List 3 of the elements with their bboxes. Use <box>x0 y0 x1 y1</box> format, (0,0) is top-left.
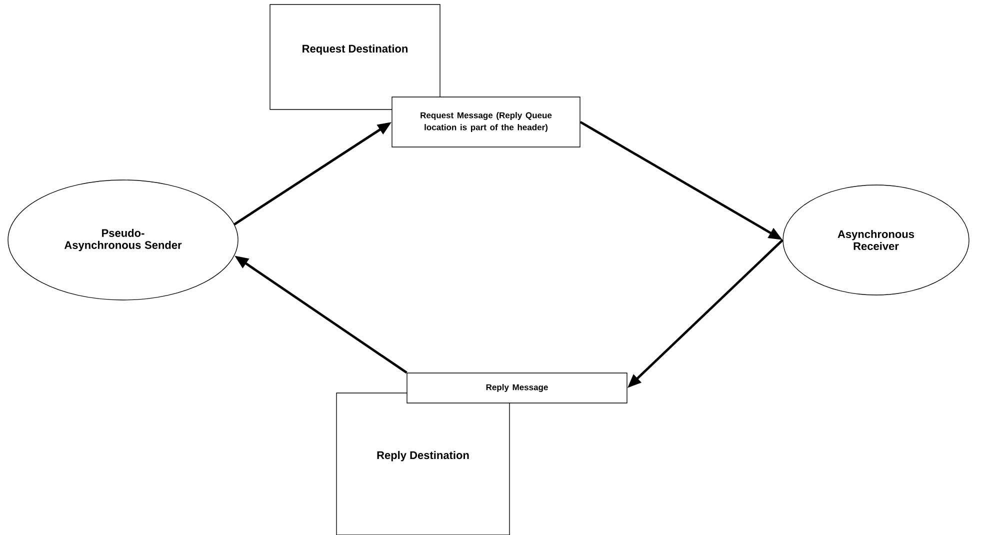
message-box: Reply Message <box>406 372 628 404</box>
destination-box: Request Destination <box>270 4 440 110</box>
message-box: Request Message (Reply Queue location is part of the header) <box>392 96 580 148</box>
